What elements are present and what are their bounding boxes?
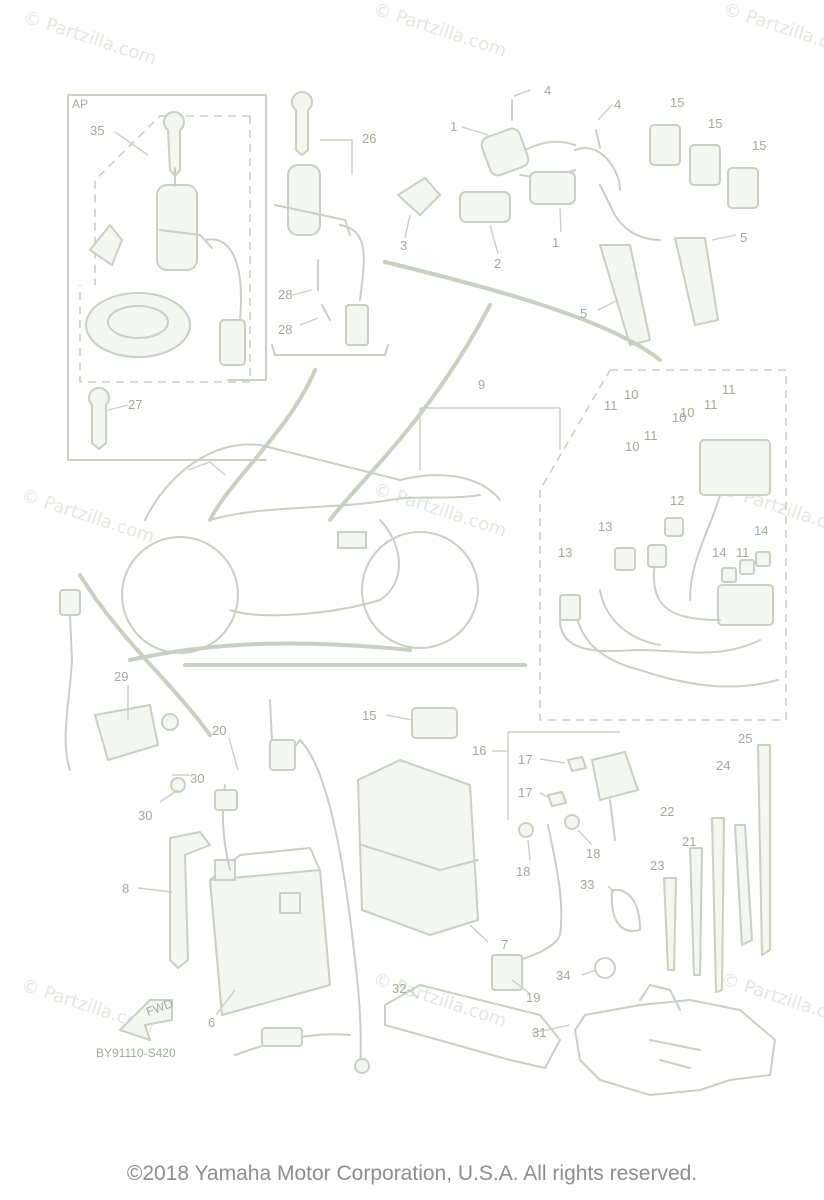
watermark: © Partzilla.com bbox=[718, 969, 824, 1032]
switch-29 bbox=[94, 704, 159, 761]
copyright-notice: ©2018 Yamaha Motor Corporation, U.S.A. A… bbox=[126, 1162, 698, 1185]
callout: 4 bbox=[544, 83, 551, 98]
callout: 18 bbox=[516, 864, 530, 879]
callout: 10 bbox=[680, 405, 694, 420]
callout: 10 bbox=[625, 439, 639, 454]
watermark: © Partzilla.com bbox=[720, 0, 824, 62]
callout: 26 bbox=[362, 131, 376, 146]
callout: 22 bbox=[660, 804, 674, 819]
callout: 33 bbox=[580, 877, 594, 892]
tie-21 bbox=[689, 847, 703, 976]
connector bbox=[219, 319, 246, 366]
ignition-coils bbox=[383, 99, 719, 362]
callout: 15 bbox=[708, 116, 722, 131]
coupler-3 bbox=[397, 177, 441, 216]
watermark: © Partzilla.com bbox=[20, 7, 159, 70]
callout: 11 bbox=[704, 397, 718, 412]
callout: 14 bbox=[712, 545, 726, 560]
callout: 30 bbox=[190, 771, 204, 786]
ap-inset: AP bbox=[67, 94, 267, 461]
callout: 12 bbox=[670, 493, 684, 508]
key-part-27 bbox=[88, 386, 110, 450]
callout: 11 bbox=[604, 398, 618, 413]
callout: 5 bbox=[580, 306, 587, 321]
callout: 8 bbox=[122, 881, 129, 896]
callout: 28 bbox=[278, 322, 292, 337]
motorcycle-outline bbox=[121, 443, 501, 654]
relays-15 bbox=[649, 124, 759, 209]
callout: 23 bbox=[650, 858, 664, 873]
tie-25 bbox=[757, 744, 771, 956]
callout: 24 bbox=[716, 758, 730, 773]
key-part-35 bbox=[163, 111, 185, 177]
callout: 27 bbox=[128, 397, 142, 412]
battery-cover bbox=[357, 759, 479, 936]
main-switch-26 bbox=[271, 91, 389, 356]
tie-22 bbox=[711, 817, 725, 993]
callout: 20 bbox=[212, 723, 226, 738]
tie-24 bbox=[734, 824, 753, 946]
fuse-box-inset bbox=[539, 369, 787, 721]
diagram-code: BY91110-S420 bbox=[96, 1046, 176, 1060]
watermark: © Partzilla.com bbox=[18, 485, 157, 548]
callout: 29 bbox=[114, 669, 128, 684]
callout: 30 bbox=[138, 808, 152, 823]
callout: 10 bbox=[672, 410, 686, 425]
callout: 9 bbox=[478, 377, 485, 392]
callout: 15 bbox=[670, 95, 684, 110]
callout: 11 bbox=[736, 545, 750, 560]
coil-1 bbox=[480, 127, 530, 177]
plug-cap-5b bbox=[674, 237, 719, 326]
callout: 1 bbox=[552, 235, 559, 250]
callout: 18 bbox=[586, 846, 600, 861]
callouts: 1 1 2 3 4 4 5 5 6 7 8 9 10 10 10 10 11 1… bbox=[90, 83, 768, 1040]
callout: 5 bbox=[740, 230, 747, 245]
callout: 11 bbox=[722, 382, 736, 397]
watermark: © Partzilla.com bbox=[370, 969, 509, 1032]
callout: 21 bbox=[682, 834, 696, 849]
callout: 17 bbox=[518, 785, 532, 800]
callout: 17 bbox=[518, 752, 532, 767]
callout: 14 bbox=[754, 523, 768, 538]
callout: 11 bbox=[644, 428, 658, 443]
callout: 15 bbox=[362, 708, 376, 723]
main-switch bbox=[156, 184, 198, 271]
fuel-cap bbox=[85, 292, 191, 358]
leader-lines bbox=[114, 89, 737, 1034]
callout: 19 bbox=[526, 990, 540, 1005]
callout: 13 bbox=[598, 519, 612, 534]
battery-band bbox=[169, 831, 211, 969]
callout: 1 bbox=[450, 119, 457, 134]
callout: 10 bbox=[624, 387, 638, 402]
callout: 4 bbox=[614, 97, 621, 112]
watermark: © Partzilla.com bbox=[370, 0, 509, 62]
plug-cap-5a bbox=[599, 244, 651, 346]
inset-label: AP bbox=[72, 97, 88, 111]
callout: 7 bbox=[501, 937, 508, 952]
callout: 3 bbox=[400, 238, 407, 253]
callout: 2 bbox=[494, 256, 501, 271]
battery bbox=[209, 869, 331, 1016]
coil-2 bbox=[459, 191, 511, 223]
lower-parts: FWD bbox=[59, 589, 776, 1096]
harness-curves bbox=[78, 303, 561, 737]
callout: 35 bbox=[90, 123, 104, 138]
callout: 16 bbox=[472, 743, 486, 758]
callout: 13 bbox=[558, 545, 572, 560]
callout: 28 bbox=[278, 287, 292, 302]
callout: 15 bbox=[752, 138, 766, 153]
callout: 34 bbox=[556, 968, 570, 983]
callout: 25 bbox=[738, 731, 752, 746]
callout: 6 bbox=[208, 1015, 215, 1030]
tie-23 bbox=[663, 877, 677, 971]
coil-1b bbox=[529, 171, 576, 205]
callout: 31 bbox=[532, 1025, 546, 1040]
callout: 32 bbox=[392, 981, 406, 996]
fwd-arrow bbox=[119, 999, 173, 1041]
